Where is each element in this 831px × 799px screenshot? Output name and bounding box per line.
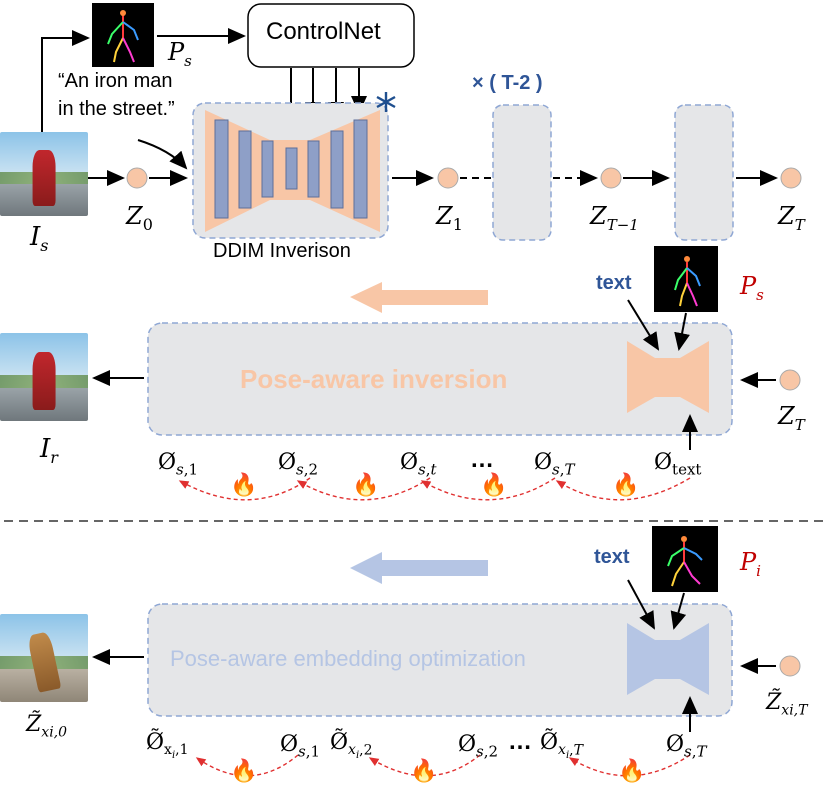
optimization-panel: [147, 603, 733, 717]
phi-xiT: Ø̃xi,T: [540, 730, 583, 762]
flame-icon: 🔥: [230, 472, 258, 497]
pose-skeleton-icon: [107, 10, 139, 63]
phi-xi2: Ø̃xi,2: [330, 730, 373, 762]
phi-sT: Øs,T: [534, 450, 575, 479]
peach-direction-arrow: [350, 282, 488, 313]
flame-icon: 🔥: [612, 472, 640, 497]
text-label-bottom: text: [594, 546, 630, 568]
repeat-label: × ( T-2 ): [472, 72, 543, 94]
phi-text: Øtext: [654, 450, 702, 479]
snowflake-icon: [376, 92, 396, 112]
ellipsis-mid: …: [470, 446, 494, 473]
ellipsis-bottom: …: [508, 728, 532, 755]
zt-1-label: ZT−1: [590, 202, 639, 234]
ps-label-mid: Ps: [740, 272, 764, 304]
inversion-panel: [147, 322, 733, 436]
controlnet-label: ControlNet: [266, 18, 381, 45]
flame-icon: 🔥: [352, 472, 380, 497]
zxiT-label: Z̃xi,T: [766, 690, 808, 719]
output-image-ir: [0, 333, 88, 421]
phi-s1: Øs,1: [158, 450, 199, 479]
z0-label: Z0: [126, 202, 153, 234]
zt-label-mid: ZT: [778, 402, 805, 434]
phi-s1-bottom: Øs,1: [280, 732, 321, 761]
phi-s2-bottom: Øs,2: [458, 732, 499, 761]
prompt-line-2: in the street.”: [58, 98, 175, 120]
zt-label-top: ZT: [778, 202, 805, 234]
output-image-zxi0: [0, 614, 88, 702]
flame-icon: 🔥: [410, 758, 438, 783]
prompt-line-1: “An iron man: [58, 70, 173, 92]
input-image-is: [0, 132, 88, 216]
controlnet-box: [247, 3, 415, 68]
z1-label: Z1: [436, 202, 463, 234]
ir-label: Ir: [40, 434, 58, 468]
pi-label: Pi: [740, 548, 761, 580]
is-label: Is: [30, 222, 49, 256]
phi-s2: Øs,2: [278, 450, 319, 479]
zxi0-label: Z̃xi,0: [26, 712, 68, 741]
phi-st: Øs,t: [400, 450, 437, 479]
ddim-label: DDIM Inverison: [213, 240, 351, 262]
phi-sT-bottom: Øs,T: [666, 732, 707, 761]
phi-xi1: Ø̃xi,1: [146, 730, 189, 762]
ps-label-top: Ps: [168, 38, 192, 70]
flame-icon: 🔥: [230, 758, 258, 783]
blue-direction-arrow: [350, 552, 488, 584]
flame-icon: 🔥: [618, 758, 646, 783]
inversion-label: Pose-aware inversion: [240, 364, 508, 394]
flame-icon: 🔥: [480, 472, 508, 497]
text-label-mid: text: [596, 272, 632, 294]
optimization-label: Pose-aware embedding optimization: [170, 646, 526, 671]
